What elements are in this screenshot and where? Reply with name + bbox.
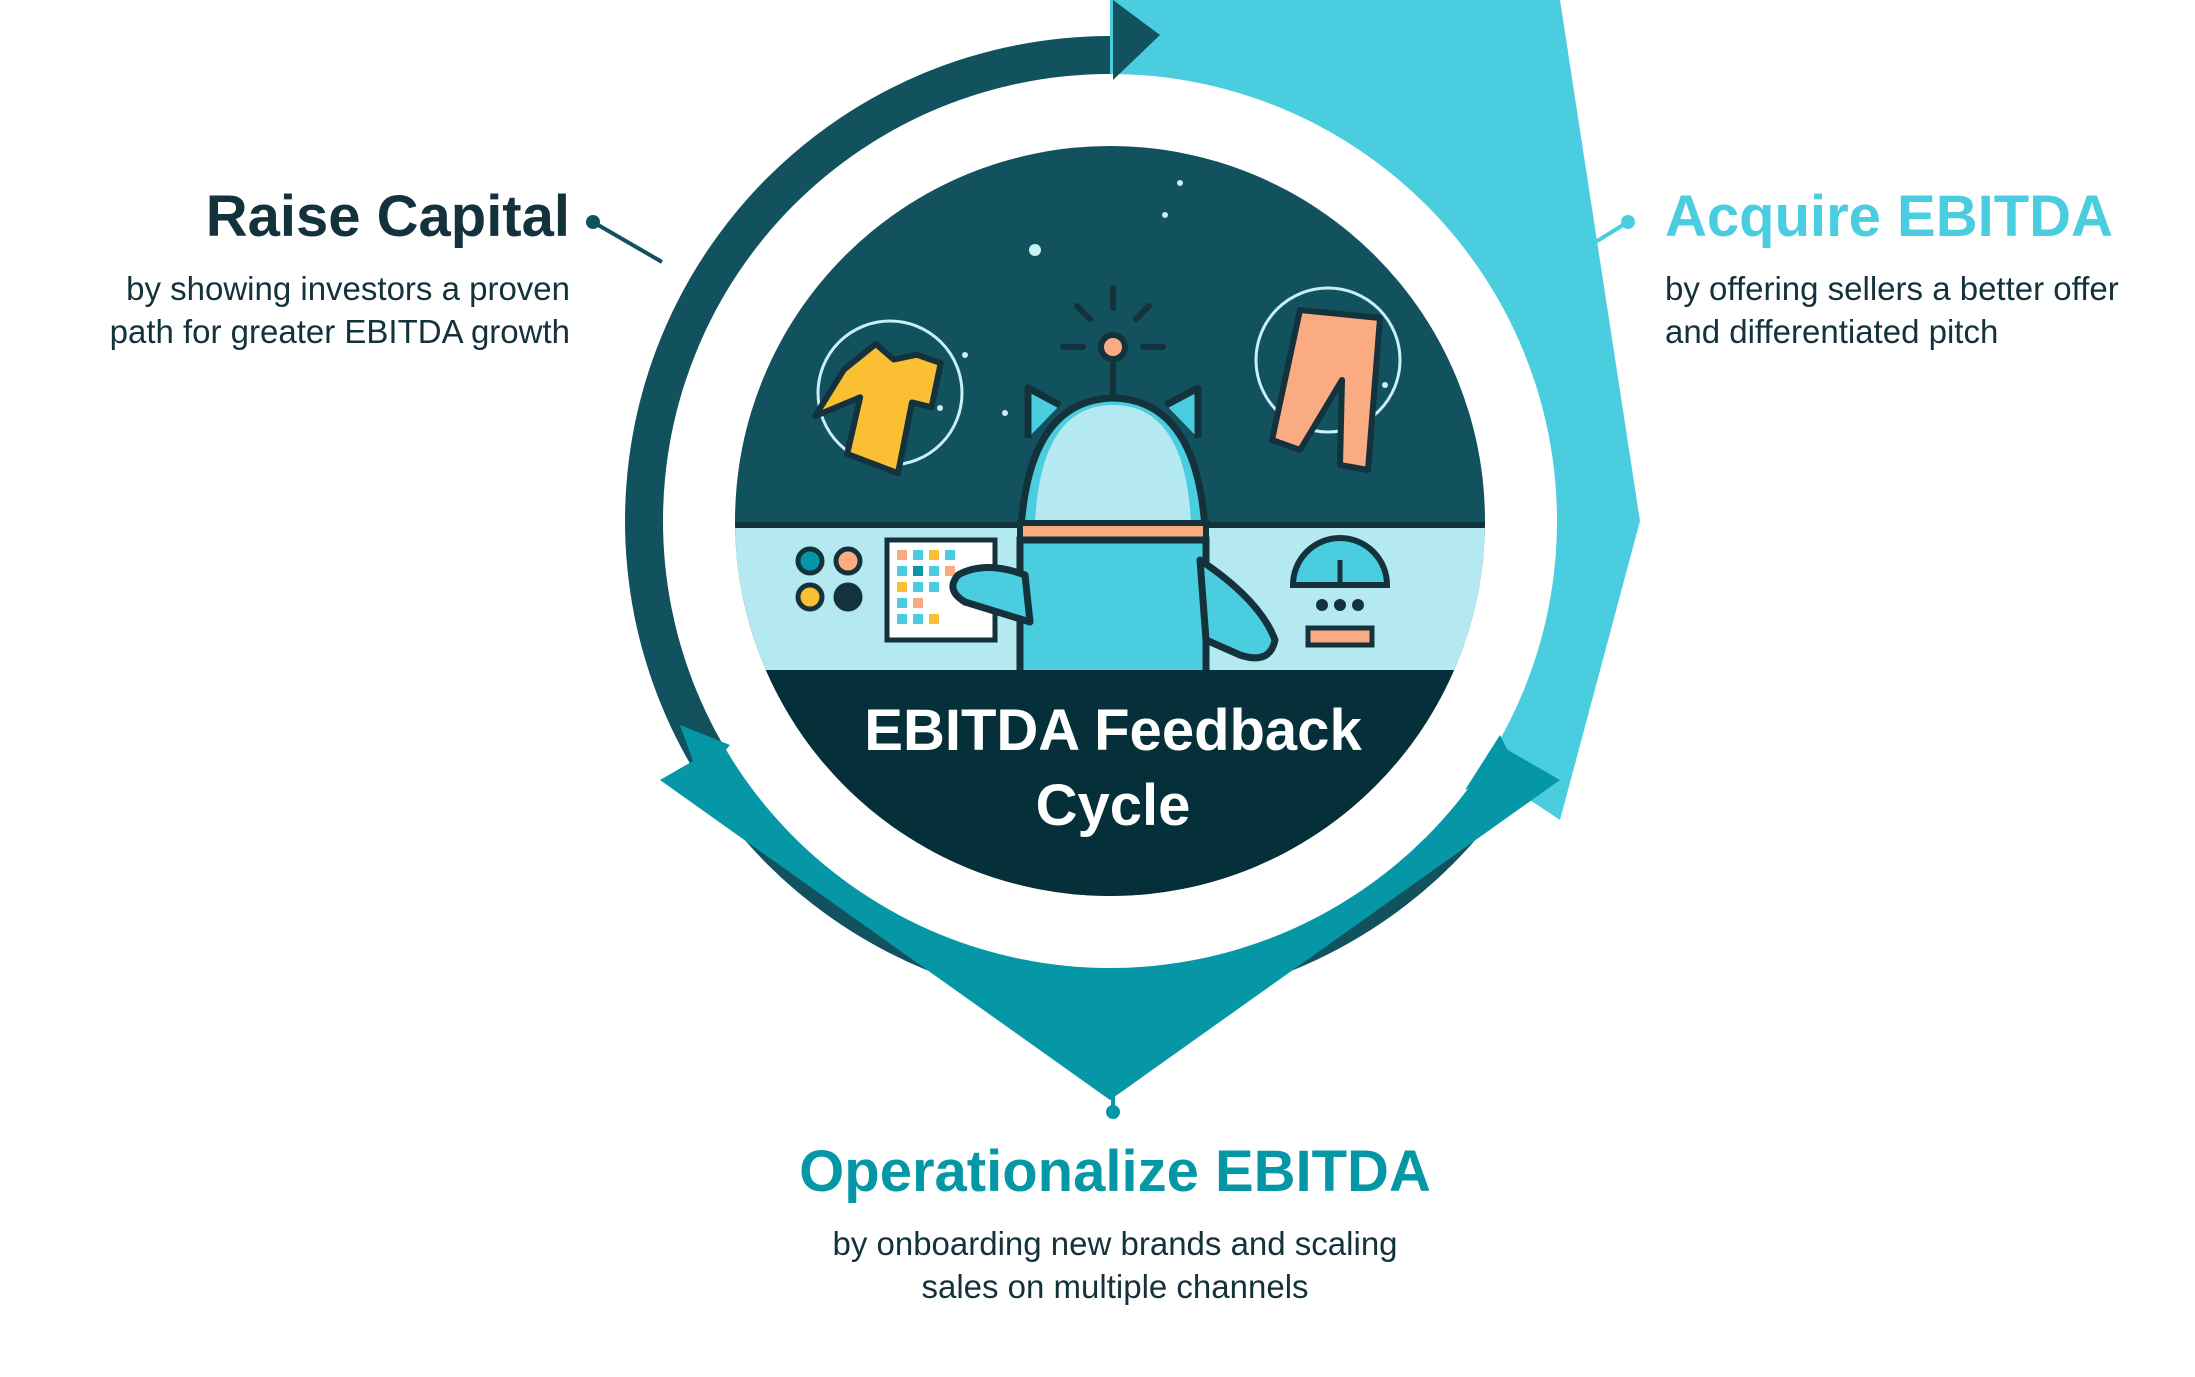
ring-arrow-right <box>1465 735 1515 790</box>
stars <box>937 180 1388 416</box>
stage-description: by showing investors a proven path for g… <box>10 267 570 354</box>
stage-description-line: path for greater EBITDA growth <box>109 313 570 351</box>
stage-description-line: sales on multiple channels <box>921 1268 1309 1306</box>
stage-title: Raise Capital <box>205 184 570 249</box>
stage-description-line: by offering sellers a better offer <box>1665 269 2119 307</box>
connector-dot-acquire <box>1621 215 1635 229</box>
connector-dot-operationalize <box>1106 1105 1120 1119</box>
stage-raise-capital: Raise Capital by showing investors a pro… <box>10 185 570 354</box>
stage-description: by offering sellers a better offer and d… <box>1665 267 2195 354</box>
connector-dot-raise <box>586 215 600 229</box>
stage-description-line: by onboarding new brands and scaling <box>832 1224 1398 1262</box>
robot-icon <box>949 384 1279 684</box>
stage-title: Acquire EBITDA <box>1665 184 2113 249</box>
alert-light-icon <box>1060 285 1166 398</box>
console-buttons <box>795 546 863 612</box>
stage-title: Operationalize EBITDA <box>799 1139 1431 1204</box>
center-title-line-2: Cycle <box>1036 773 1191 838</box>
stage-description-line: by showing investors a proven <box>126 269 570 307</box>
stage-description: by onboarding new brands and scaling sal… <box>760 1222 1470 1309</box>
connectors <box>586 215 1635 1119</box>
stage-operationalize-ebitda: Operationalize EBITDA by onboarding new … <box>760 1140 1470 1309</box>
ring-arrow-left <box>680 725 730 780</box>
center-title-line-1: EBITDA Feedback <box>864 698 1362 763</box>
pants-icon <box>1254 286 1402 473</box>
gauge-icon <box>1289 535 1391 648</box>
stage-description-line: and differentiated pitch <box>1665 313 1999 351</box>
stage-acquire-ebitda: Acquire EBITDA by offering sellers a bet… <box>1665 185 2195 354</box>
ring-arrow-top <box>1113 0 1160 80</box>
t-shirt-icon <box>812 319 964 477</box>
